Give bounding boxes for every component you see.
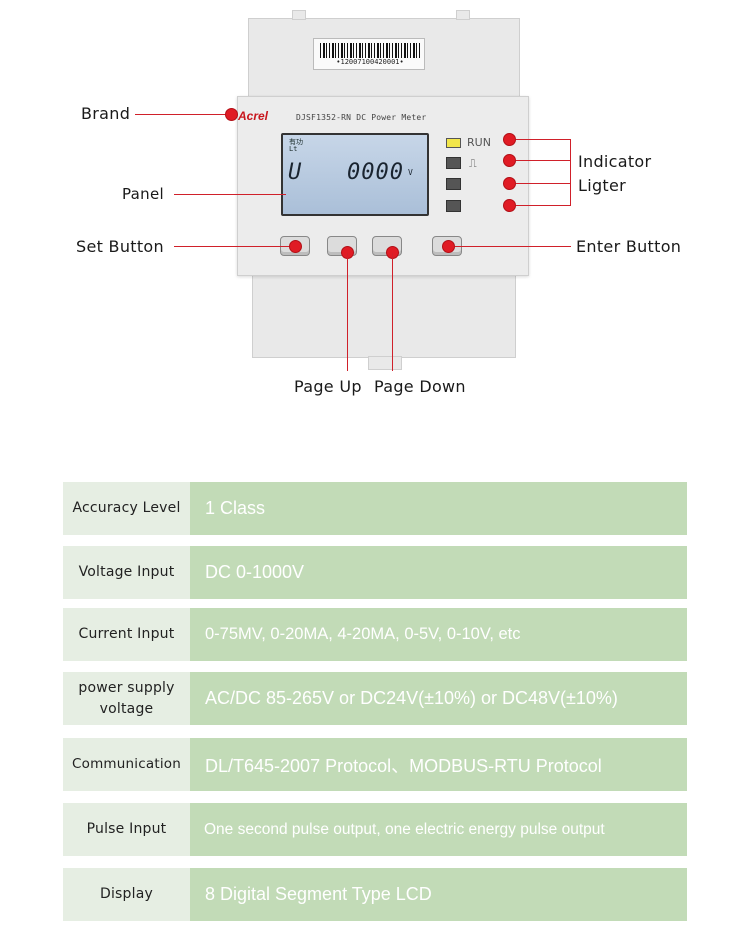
spec-label: Display	[63, 868, 190, 921]
spec-row: Current Input 0-75MV, 0-20MA, 4-20MA, 0-…	[63, 608, 687, 661]
run-label: RUN	[467, 136, 491, 149]
spec-label: Accuracy Level	[63, 482, 190, 535]
indicator-led-4	[446, 200, 461, 212]
spec-label: Current Input	[63, 608, 190, 661]
indicator-line-4	[516, 205, 570, 206]
callout-page-down-line	[392, 253, 393, 371]
callout-brand-dot	[225, 108, 238, 121]
callout-page-down: Page Down	[374, 377, 466, 396]
spec-value: 1 Class	[190, 482, 687, 535]
run-led	[446, 138, 461, 148]
spec-label: power supply voltage	[63, 672, 190, 725]
spec-row: Voltage Input DC 0-1000V	[63, 546, 687, 599]
spec-row: power supply voltage AC/DC 85-265V or DC…	[63, 672, 687, 725]
indicator-line-2	[516, 160, 570, 161]
lcd-unit: V	[408, 168, 413, 177]
indicator-line-3	[516, 183, 570, 184]
meter-top-tab-right	[456, 10, 470, 20]
callout-set-line	[174, 246, 294, 247]
callout-enter-dot	[442, 240, 455, 253]
meter-bottom-housing	[252, 274, 516, 358]
lcd-screen: 有功 Lt U 0000 V	[281, 133, 429, 216]
spec-value: 8 Digital Segment Type LCD	[190, 868, 687, 921]
barcode-label: •12007100420001•	[313, 38, 425, 70]
spec-row: Communication DL/T645-2007 Protocol、MODB…	[63, 738, 687, 791]
meter-top-tab-left	[292, 10, 306, 20]
callout-enter-button: Enter Button	[576, 237, 682, 256]
callout-panel: Panel	[122, 185, 164, 203]
spec-row: Pulse Input One second pulse output, one…	[63, 803, 687, 856]
callout-brand-line	[135, 114, 231, 115]
indicator-bracket	[570, 139, 571, 206]
spec-value: One second pulse output, one electric en…	[190, 803, 687, 856]
spec-value: DL/T645-2007 Protocol、MODBUS-RTU Protoco…	[190, 738, 687, 791]
barcode-number: •12007100420001•	[336, 58, 404, 66]
spec-label: Pulse Input	[63, 803, 190, 856]
indicator-dot-3	[503, 177, 516, 190]
barcode-icon	[320, 43, 420, 58]
callout-set-dot	[289, 240, 302, 253]
spec-value: DC 0-1000V	[190, 546, 687, 599]
callout-page-up: Page Up	[294, 377, 362, 396]
spec-row: Display 8 Digital Segment Type LCD	[63, 868, 687, 921]
spec-label: Communication	[63, 738, 190, 791]
callout-enter-line	[455, 246, 571, 247]
callout-set-button: Set Button	[76, 237, 164, 256]
spec-label: Voltage Input	[63, 546, 190, 599]
callout-page-up-line	[347, 253, 348, 371]
meter-diagram: •12007100420001• Acrel DJSF1352-RN DC Po…	[0, 0, 750, 410]
indicator-led-3	[446, 178, 461, 190]
pulse-icon: ⎍	[469, 157, 477, 170]
indicator-line-1	[516, 139, 570, 140]
lcd-reading: 0000	[347, 160, 404, 185]
callout-brand: Brand	[81, 104, 131, 123]
lcd-quantity-symbol: U	[288, 160, 302, 185]
callout-indicator-line2: Ligter	[578, 176, 627, 195]
lcd-status-text: 有功 Lt	[289, 138, 303, 154]
spec-value: AC/DC 85-265V or DC24V(±10%) or DC48V(±1…	[190, 672, 687, 725]
spec-row: Accuracy Level 1 Class	[63, 482, 687, 535]
callout-panel-line	[174, 194, 286, 195]
pulse-led	[446, 157, 461, 169]
indicator-dot-1	[503, 133, 516, 146]
indicator-dot-2	[503, 154, 516, 167]
model-name: DJSF1352-RN DC Power Meter	[296, 113, 427, 122]
spec-value: 0-75MV, 0-20MA, 4-20MA, 0-5V, 0-10V, etc	[190, 608, 687, 661]
brand-logo: Acrel	[238, 109, 269, 123]
indicator-dot-4	[503, 199, 516, 212]
callout-indicator-line1: Indicator	[578, 152, 652, 171]
meter-din-clip	[368, 356, 402, 370]
